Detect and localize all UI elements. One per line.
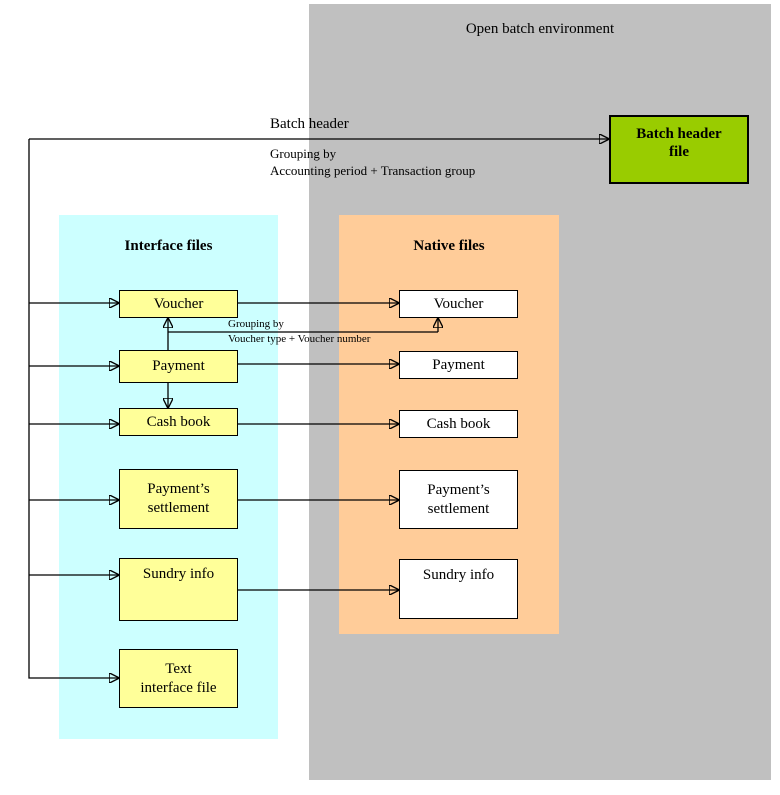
batch-header-grouping-note: Grouping by Accounting period + Transact…: [270, 146, 476, 178]
interface-box-sundry-info: Sundry info: [119, 558, 238, 621]
interface-box-voucher: Voucher: [119, 290, 238, 318]
interface-files-title: Interface files: [124, 238, 213, 254]
native-box-payments-settlement: Payment’s settlement: [399, 470, 518, 529]
batch-header-file-box: Batch header file: [609, 115, 749, 184]
interface-box-payments-settlement: Payment’s settlement: [119, 469, 238, 529]
native-box-cash-book: Cash book: [399, 410, 518, 438]
native-box-payment: Payment: [399, 351, 518, 379]
environment-title: Open batch environment: [465, 21, 615, 37]
native-box-sundry-info: Sundry info: [399, 559, 518, 619]
native-files-title: Native files: [413, 238, 485, 254]
interface-box-payment: Payment: [119, 350, 238, 383]
voucher-grouping-note: Grouping by Voucher type + Voucher numbe…: [228, 318, 371, 345]
interface-box-text-interface-file: Text interface file: [119, 649, 238, 708]
interface-box-cash-book: Cash book: [119, 408, 238, 436]
native-box-voucher: Voucher: [399, 290, 518, 318]
batch-header-arrow-label: Batch header: [270, 116, 349, 132]
